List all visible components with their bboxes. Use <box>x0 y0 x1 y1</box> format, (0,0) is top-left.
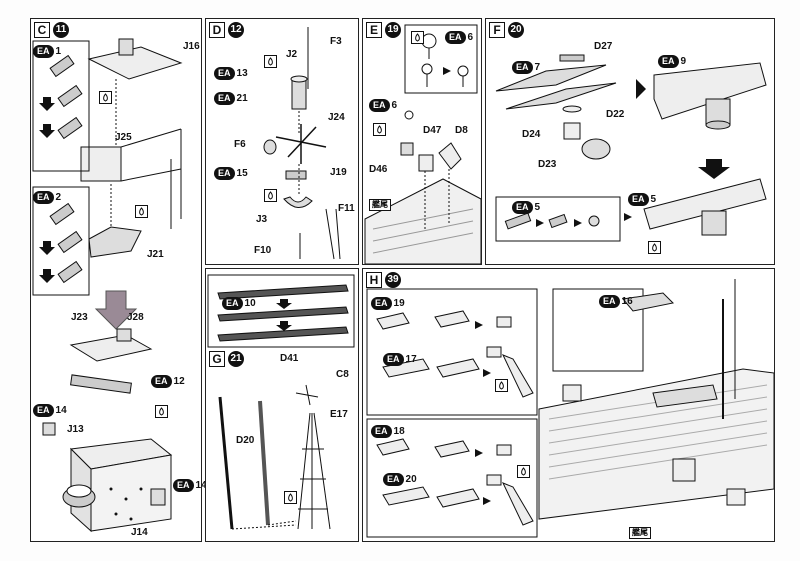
cement-icon <box>264 55 277 68</box>
section-c-drawing <box>32 38 183 533</box>
label-d23: D23 <box>538 159 557 170</box>
cement-icon <box>155 405 168 418</box>
section-c-header: C 11 <box>34 22 69 38</box>
section-letter: G <box>209 351 225 367</box>
step-number: 39 <box>385 272 401 288</box>
label-d22: D22 <box>606 109 625 120</box>
stern-direction-label: 艦尾 <box>629 527 651 539</box>
section-f-drawing <box>495 54 767 242</box>
cement-icon <box>517 465 530 478</box>
cement-icon <box>99 91 112 104</box>
label-d41: D41 <box>280 353 299 364</box>
section-d-panel: D 12 F3 J2 J24 F6 J19 J3 F11 F10 <box>205 18 359 265</box>
section-letter: H <box>366 272 382 288</box>
label-j3: J3 <box>256 214 268 225</box>
stern-direction-label: 艦尾 <box>369 199 391 211</box>
cement-icon <box>135 205 148 218</box>
label-f11: F11 <box>338 203 355 214</box>
step-number: 19 <box>385 22 401 38</box>
section-e-header: E 19 <box>366 22 401 38</box>
section-h-drawing <box>366 279 774 538</box>
cement-icon <box>648 241 661 254</box>
section-h-header: H 39 <box>366 272 401 288</box>
cement-icon <box>411 31 424 44</box>
label-j25: J25 <box>115 132 132 143</box>
label-f6: F6 <box>234 139 246 150</box>
section-c-panel: C 11 <box>30 18 207 542</box>
section-g-drawing <box>207 274 355 530</box>
label-j23: J23 <box>71 312 88 323</box>
cement-icon <box>284 491 297 504</box>
label-d47: D47 <box>423 125 442 136</box>
section-g-header: G 21 <box>209 351 244 367</box>
step-number: 11 <box>53 22 69 38</box>
label-j19: J19 <box>330 167 347 178</box>
section-f-header: F 20 <box>489 22 524 38</box>
label-j16: J16 <box>183 41 200 52</box>
section-letter: D <box>209 22 225 38</box>
label-d20: D20 <box>236 435 255 446</box>
step-number: 12 <box>228 22 244 38</box>
label-j14: J14 <box>131 527 148 538</box>
label-j28: J28 <box>127 312 144 323</box>
label-j2: J2 <box>286 49 298 60</box>
step-number: 20 <box>508 22 524 38</box>
step-number: 21 <box>228 351 244 367</box>
cement-icon <box>495 379 508 392</box>
label-c8: C8 <box>336 369 349 380</box>
section-h-panel: H 39 <box>362 268 775 542</box>
label-d24: D24 <box>522 129 541 140</box>
label-j21: J21 <box>147 249 164 260</box>
cement-icon <box>373 123 386 136</box>
label-j24: J24 <box>328 112 345 123</box>
label-f10: F10 <box>254 245 272 256</box>
cement-icon <box>264 189 277 202</box>
label-e17: E17 <box>330 409 348 420</box>
label-j13: J13 <box>67 424 84 435</box>
section-letter: C <box>34 22 50 38</box>
label-d46: D46 <box>369 164 388 175</box>
section-letter: F <box>489 22 505 38</box>
section-letter: E <box>366 22 382 38</box>
label-d8: D8 <box>455 125 468 136</box>
label-d27: D27 <box>594 41 613 52</box>
label-f3: F3 <box>330 36 342 47</box>
section-d-header: D 12 <box>209 22 244 38</box>
section-e-drawing <box>364 24 481 264</box>
section-d-drawing <box>263 27 341 260</box>
